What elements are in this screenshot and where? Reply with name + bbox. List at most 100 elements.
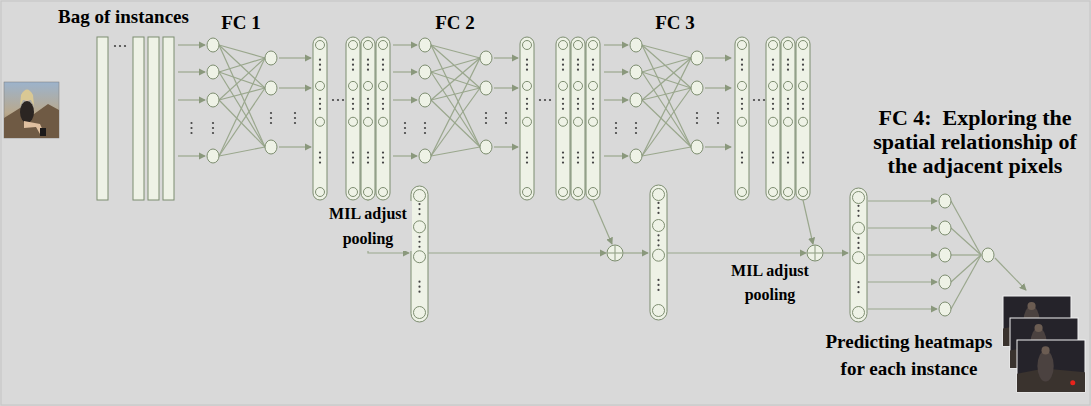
ellipsis-dot [367, 59, 369, 61]
vector-element [589, 188, 598, 197]
ellipsis-dot [382, 108, 384, 110]
fc-connection [431, 147, 480, 156]
ellipsis-dot [270, 117, 272, 119]
vector-element [799, 81, 808, 90]
flow-arrow [868, 281, 937, 282]
neuron [480, 81, 492, 95]
ellipsis-dot [772, 157, 774, 159]
ellipsis-dot [615, 127, 617, 129]
neuron [939, 221, 951, 235]
output-label: Predicting heatmaps for each instance [818, 328, 1000, 382]
pooling-label: MIL adjust pooling [324, 201, 412, 251]
ellipsis-dot [382, 64, 384, 66]
ellipsis-dot [270, 122, 272, 124]
neuron [265, 140, 277, 154]
aggregated-vector [850, 188, 867, 322]
ellipsis-dot [696, 117, 698, 119]
ellipsis-dot [635, 132, 637, 134]
heatmap-shape [1034, 324, 1042, 332]
ellipsis-dot [857, 247, 859, 249]
flow-arrow [279, 57, 311, 58]
ellipsis-dot [485, 117, 487, 119]
ellipsis-dot [367, 98, 369, 100]
ellipsis-dot [772, 64, 774, 66]
ellipsis-dot [635, 127, 637, 129]
ellipsis-dot [857, 215, 859, 217]
flow-arrow [494, 87, 518, 88]
ellipsis-dot [526, 69, 528, 71]
fc-connection [642, 72, 691, 147]
ellipsis-dot [539, 99, 541, 101]
pooling-path [428, 252, 606, 253]
ellipsis-dot [424, 132, 426, 134]
ellipsis-dot [592, 98, 594, 100]
ellipsis-dot [382, 152, 384, 154]
ellipsis-dot [657, 212, 659, 214]
ellipsis-dot [657, 284, 659, 286]
ellipsis-dot [562, 157, 564, 159]
fc-connection [431, 45, 480, 88]
ellipsis-dot [367, 108, 369, 110]
pooled-vector [346, 37, 360, 200]
ellipsis-dot [352, 64, 354, 66]
fc-connection [431, 45, 480, 147]
sum-sign [614, 245, 615, 261]
vector-element [364, 41, 373, 50]
neuron [265, 51, 277, 65]
ellipsis-dot [190, 132, 192, 134]
sum-node [607, 245, 623, 261]
photo-shape [20, 90, 34, 107]
ellipsis-dot [657, 234, 659, 236]
ellipsis-dot [124, 45, 126, 47]
photo-shape [40, 128, 46, 136]
ellipsis-dot [418, 286, 420, 288]
sum-node [807, 245, 823, 261]
photo-shape [20, 101, 34, 123]
heatmap-shape [1027, 302, 1035, 310]
ellipsis-dot [741, 157, 743, 159]
flow-arrow [705, 57, 731, 58]
ellipsis-dot [592, 108, 594, 110]
ellipsis-dot [382, 162, 384, 164]
flow-arrow [995, 258, 1026, 290]
ellipsis-dot [526, 162, 528, 164]
flow-arrow [868, 200, 937, 201]
ellipsis-dot [319, 59, 321, 61]
layer-label: FC 1 [221, 12, 261, 34]
neuron [939, 302, 951, 316]
ellipsis-dot [418, 246, 420, 248]
pooling-path [823, 252, 848, 253]
ellipsis-dot [787, 103, 789, 105]
ellipsis-dot [802, 152, 804, 154]
vector-element [316, 117, 325, 126]
ellipsis-dot [577, 152, 579, 154]
ellipsis-dot [418, 208, 420, 210]
vector-element [414, 307, 426, 319]
ellipsis-dot [526, 103, 528, 105]
ellipsis-dot [753, 99, 755, 101]
ellipsis-dot [577, 59, 579, 61]
ellipsis-dot [418, 281, 420, 283]
neuron [630, 149, 642, 163]
fc-connection [431, 88, 480, 156]
ellipsis-dot [505, 122, 507, 124]
ellipsis-dot [802, 98, 804, 100]
vector-element [523, 188, 532, 197]
fc-connection [219, 72, 265, 88]
fc-connection [951, 201, 981, 255]
fc-connection [642, 72, 691, 88]
ellipsis-dot [294, 112, 296, 114]
ellipsis-dot [212, 122, 214, 124]
vector-element [769, 81, 778, 90]
vector-element [589, 117, 598, 126]
vector-element [364, 188, 373, 197]
ellipsis-dot [615, 122, 617, 124]
ellipsis-dot [352, 98, 354, 100]
vector-element [799, 188, 808, 197]
vector-element [379, 81, 388, 90]
ellipsis-dot [342, 99, 344, 101]
ellipsis-dot [657, 207, 659, 209]
pooled-vector [556, 37, 570, 200]
vector-element [589, 41, 598, 50]
